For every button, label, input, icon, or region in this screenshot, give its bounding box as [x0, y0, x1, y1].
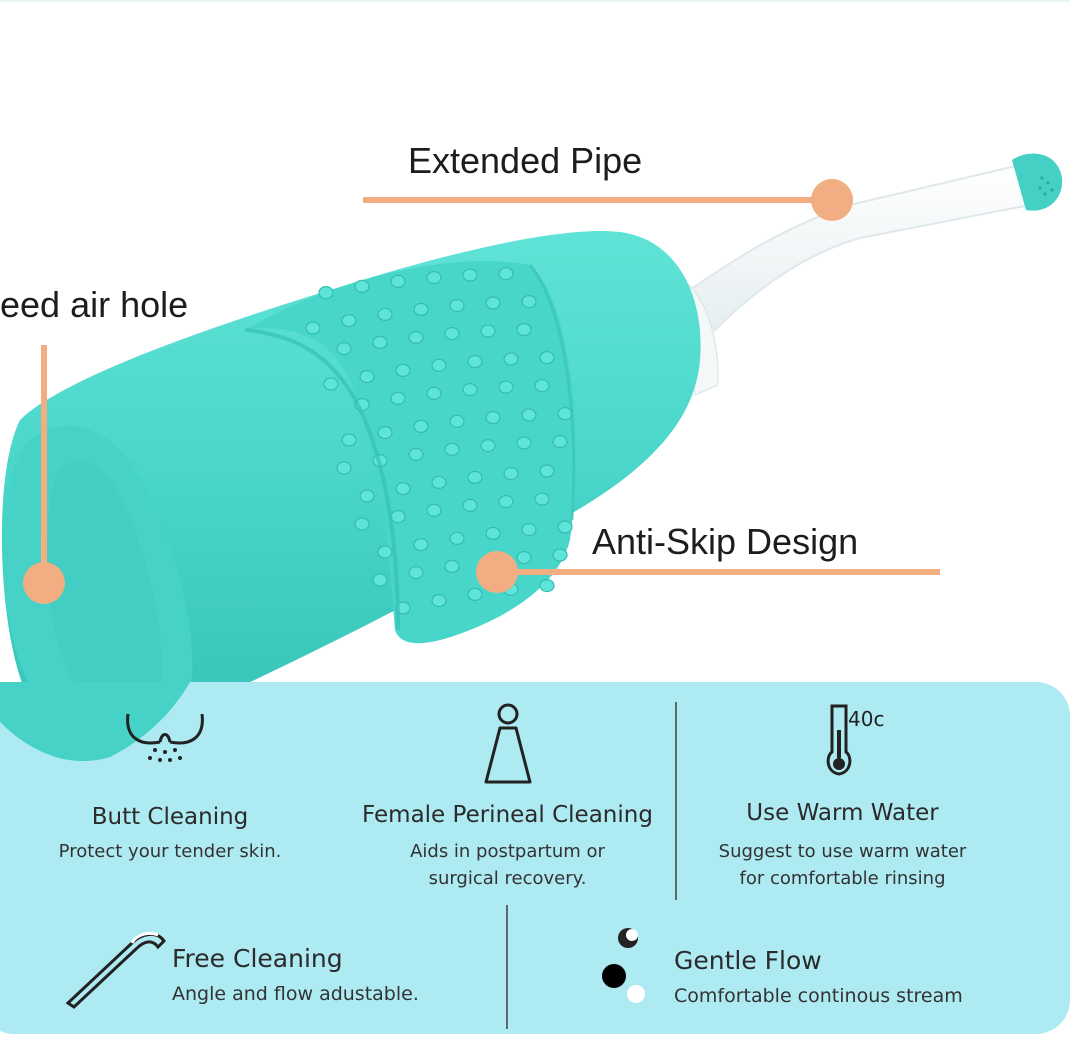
feature-title: Use Warm Water — [746, 800, 939, 826]
feature-title: Female Perineal Cleaning — [362, 802, 653, 828]
extended-pipe — [649, 153, 1063, 396]
divider-vertical-1 — [675, 702, 677, 900]
female-figure-icon — [484, 703, 532, 784]
feature-title: Free Cleaning — [172, 944, 343, 973]
feature-desc: Protect your tender skin. — [58, 841, 282, 862]
thermometer-reading: 40c — [848, 707, 884, 731]
callout-extended-pipe: Extended Pipe — [408, 140, 643, 181]
butt-spray-icon — [126, 713, 204, 762]
feature-desc-line1: Suggest to use warm water — [718, 841, 967, 862]
feature-warm-water: Use Warm Water Suggest to use warm water… — [690, 800, 995, 892]
feature-desc-line1: Aids in postpartum or — [410, 841, 605, 862]
feature-gentle-flow: Gentle Flow Comfortable continous stream — [674, 946, 1034, 1010]
feature-title: Gentle Flow — [674, 946, 822, 975]
feature-desc: Angle and flow adustable. — [172, 983, 419, 1005]
feature-butt-cleaning: Butt Cleaning Protect your tender skin. — [20, 804, 320, 865]
callout-anti-skip: Anti-Skip Design — [592, 521, 859, 562]
callout-lines — [23, 179, 940, 604]
thermometer-icon: 40c — [826, 704, 884, 776]
bottle-overlap — [0, 682, 190, 762]
bottle-body — [1, 230, 701, 745]
feature-panel — [0, 682, 1070, 1034]
divider-vertical-2 — [506, 905, 508, 1029]
feature-female-perineal: Female Perineal Cleaning Aids in postpar… — [345, 802, 670, 892]
feature-desc: Comfortable continous stream — [674, 985, 963, 1007]
feature-free-cleaning: Free Cleaning Angle and flow adustable. — [172, 944, 492, 1008]
bent-nozzle-icon — [65, 931, 166, 1009]
droplets-icon — [602, 928, 645, 1003]
feature-desc-line2: surgical recovery. — [428, 868, 587, 889]
feature-desc-line2: for comfortable rinsing — [739, 868, 946, 889]
feature-title: Butt Cleaning — [91, 804, 249, 830]
callout-air-hole: eed air hole — [0, 284, 189, 325]
